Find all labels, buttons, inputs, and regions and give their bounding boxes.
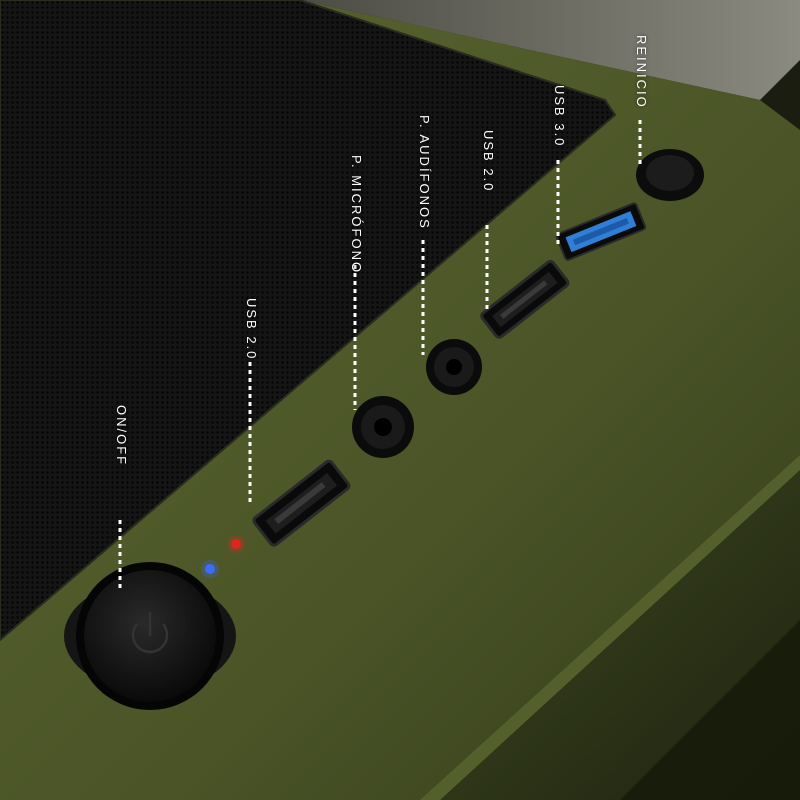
headphone-jack[interactable] [426,339,482,395]
usb-3-label: USB 3.0 [552,85,567,148]
headphones-label: P. AUDÍFONOS [417,115,432,230]
microphone-label: P. MICRÓFONO [349,155,364,275]
power-icon [131,612,169,654]
hdd-led [231,539,241,549]
mesh-grille [0,0,617,642]
power-label: ON/OFF [114,405,129,467]
usb-3-port[interactable] [555,202,647,261]
usb-2-right-label: USB 2.0 [481,130,496,193]
reset-button[interactable] [636,149,704,201]
usb-2-port-left[interactable] [252,459,351,547]
usb-2-left-label: USB 2.0 [244,298,259,361]
microphone-jack[interactable] [352,396,414,458]
leader-lines [118,120,642,588]
power-button[interactable] [64,562,236,710]
usb-2-port-right[interactable] [480,259,570,339]
reset-label: REINICIO [634,35,649,109]
power-led [205,564,215,574]
